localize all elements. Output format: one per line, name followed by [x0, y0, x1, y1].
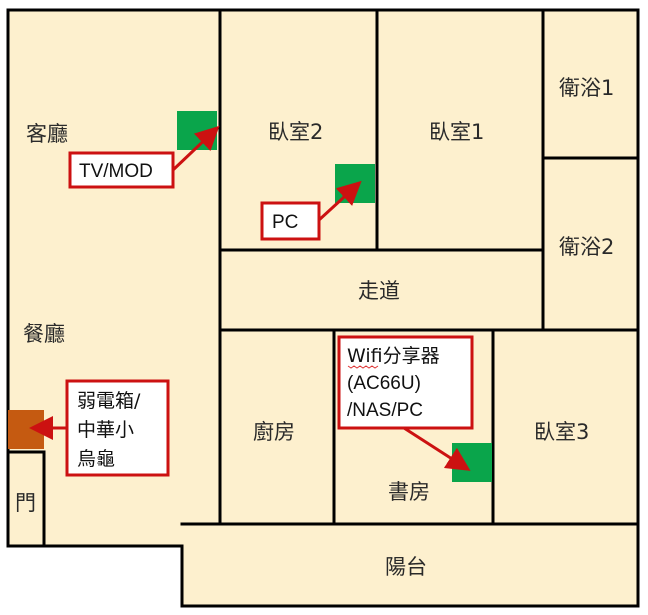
callout-tv-mod: TV/MOD — [68, 151, 175, 189]
arrow-tv-mod — [171, 125, 220, 172]
tv-mod-device — [177, 111, 217, 150]
callout-wifi-router: Wifi分享器 (AC66U) /NAS/PC — [337, 335, 474, 430]
pc-device — [335, 164, 375, 203]
arrow-wifi-router — [403, 426, 471, 471]
room-label-bedroom-2: 臥室2 — [268, 120, 323, 144]
callout-wifi-line-1: Wifi分享器 — [347, 345, 440, 367]
spellcheck-squiggle — [347, 365, 379, 369]
callout-wifi-line-3: /NAS/PC — [347, 400, 423, 421]
room-label-kitchen: 廚房 — [253, 420, 295, 444]
room-label-bedroom-3: 臥室3 — [534, 420, 589, 444]
walls — [6, 8, 640, 608]
callout-network-panel: 弱電箱/ 中華小 烏龜 — [65, 379, 170, 477]
room-label-balcony: 陽台 — [385, 555, 427, 579]
callout-pc-text: PC — [272, 212, 298, 233]
callout-tv-mod-text: TV/MOD — [79, 161, 153, 182]
room-label-study: 書房 — [388, 480, 430, 504]
arrow-pc — [317, 180, 362, 222]
callout-panel-line-2: 中華小 — [77, 419, 134, 441]
callout-wifi-line-2: (AC66U) — [347, 373, 421, 394]
room-label-living-room: 客廳 — [26, 122, 68, 146]
callout-panel-line-1: 弱電箱/ — [77, 390, 141, 412]
room-label-door: 門 — [15, 491, 36, 515]
callout-pc: PC — [260, 201, 321, 241]
room-label-dining-room: 餐廳 — [23, 322, 65, 346]
arrows — [29, 125, 471, 471]
room-label-bathroom-1: 衛浴1 — [559, 76, 614, 100]
room-label-bathroom-2: 衛浴2 — [559, 235, 614, 259]
room-label-hallway: 走道 — [358, 279, 400, 303]
room-label-bedroom-1: 臥室1 — [429, 120, 484, 144]
callout-panel-line-3: 烏龜 — [77, 448, 115, 470]
